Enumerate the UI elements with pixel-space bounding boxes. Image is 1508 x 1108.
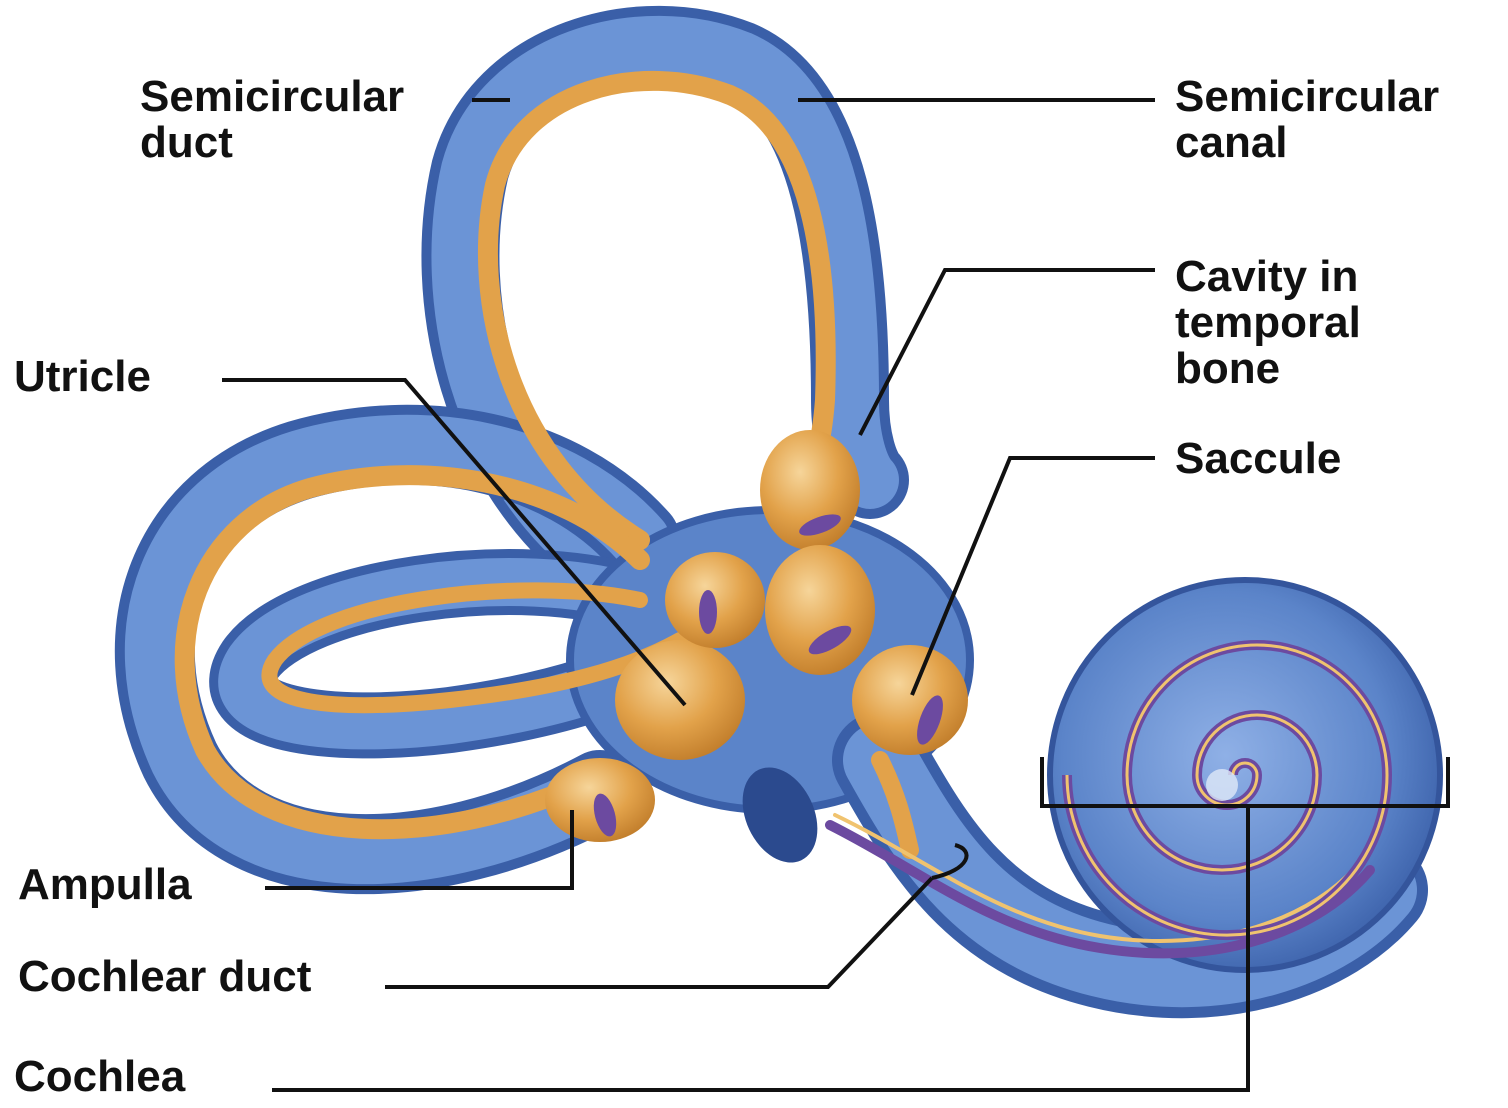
label-semicircular-canal-line2: canal — [1175, 120, 1439, 166]
label-semicircular-duct: Semicircular duct — [140, 74, 404, 166]
label-cavity-line2: temporal — [1175, 300, 1361, 346]
label-semicircular-canal: Semicircular canal — [1175, 74, 1439, 166]
leader-cavity-temporal-bone — [860, 270, 1155, 435]
ampulla-upper-vestibule — [765, 545, 875, 675]
label-saccule: Saccule — [1175, 436, 1341, 482]
label-cavity-line3: bone — [1175, 346, 1361, 392]
label-cochlear-duct: Cochlear duct — [18, 954, 311, 1000]
label-ampulla: Ampulla — [18, 862, 192, 908]
cochlea-disk — [1050, 580, 1440, 970]
label-semicircular-duct-line1: Semicircular — [140, 74, 404, 120]
label-semicircular-canal-line1: Semicircular — [1175, 74, 1439, 120]
label-utricle: Utricle — [14, 354, 151, 400]
label-cavity-in-temporal-bone: Cavity in temporal bone — [1175, 254, 1361, 392]
label-semicircular-duct-line2: duct — [140, 120, 404, 166]
saccule-sac — [852, 645, 968, 755]
label-cochlea: Cochlea — [14, 1054, 185, 1100]
leader-cochlear-duct — [385, 878, 932, 987]
label-cavity-line1: Cavity in — [1175, 254, 1361, 300]
